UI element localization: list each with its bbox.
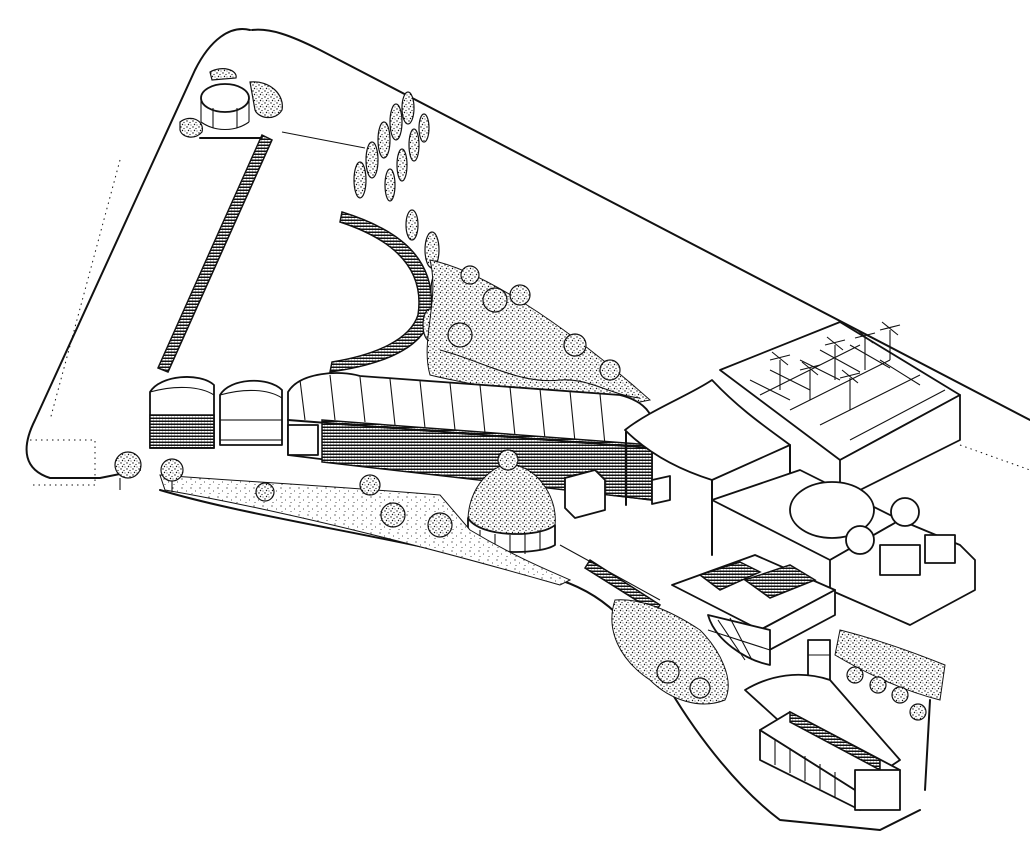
entrance-pavilion — [744, 673, 901, 811]
central-garden — [426, 259, 652, 411]
kiosk — [564, 469, 671, 519]
hedge-wall-left — [156, 133, 273, 373]
connecting-path — [559, 544, 662, 614]
entrance-canopy — [624, 379, 791, 556]
south-garden — [611, 599, 946, 721]
greenhouse-small-1 — [149, 376, 215, 449]
services-building — [711, 469, 976, 626]
palm-trees — [769, 321, 901, 410]
palm-court — [719, 321, 961, 501]
gazebo — [179, 68, 366, 149]
lower-garden — [114, 451, 572, 586]
greenhouse-small-2 — [219, 379, 283, 446]
roof-complex — [671, 554, 836, 666]
poplar-row — [353, 91, 430, 202]
site-boundary — [25, 28, 1030, 831]
